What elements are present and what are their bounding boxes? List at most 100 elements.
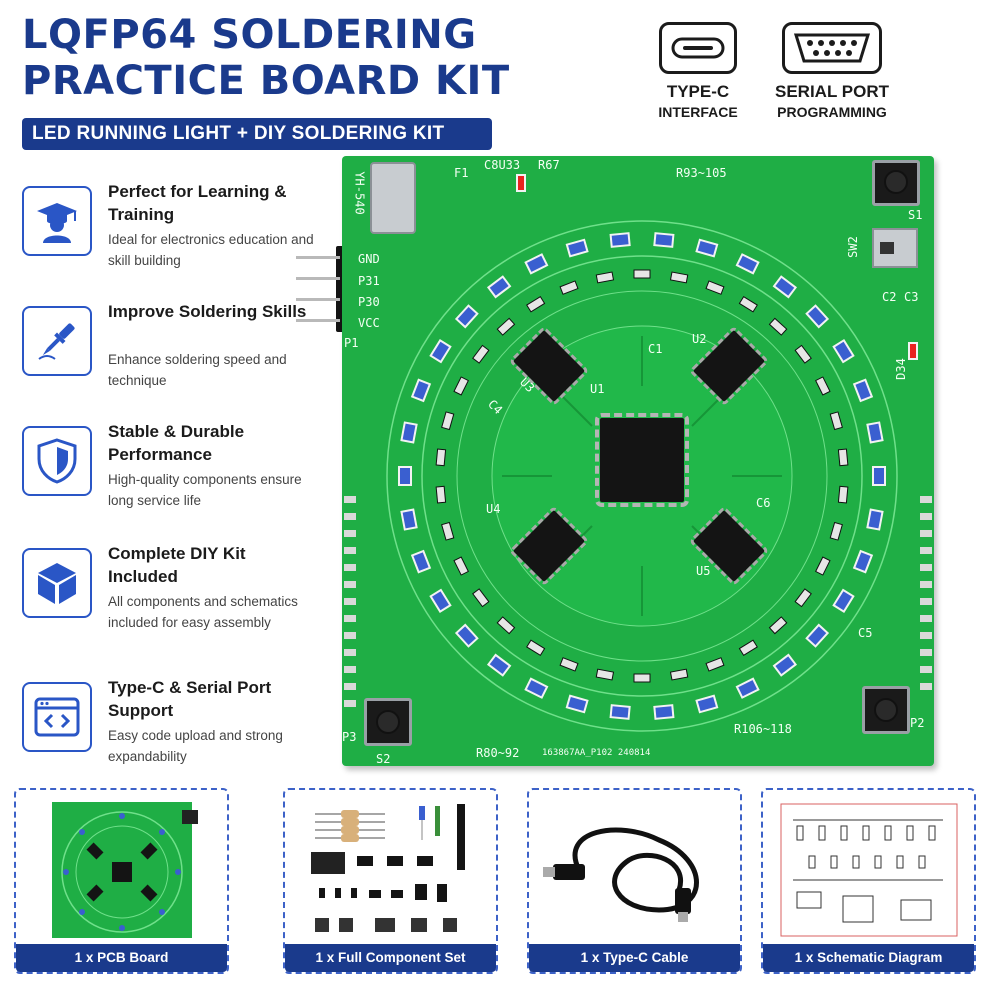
feature-heading: Type-C & Serial Port Support <box>108 678 272 720</box>
resistor <box>705 280 725 295</box>
tactile-button-cap <box>376 710 400 734</box>
blue-led <box>410 549 432 574</box>
pcb-board-icon <box>26 800 217 940</box>
usb-c-connector <box>370 162 416 234</box>
resistor <box>526 295 546 313</box>
resistor <box>472 588 490 608</box>
blue-led <box>872 466 886 486</box>
pcb-label: C2 <box>882 290 897 304</box>
blue-led <box>805 623 830 648</box>
page-title: LQFP64 SOLDERING PRACTICE BOARD KIT <box>22 12 542 104</box>
reset-button-cap <box>884 170 908 194</box>
resistor <box>559 657 579 672</box>
feature-description: All components and schematics included f… <box>108 594 298 630</box>
pcb-label: R67 <box>538 158 560 172</box>
blue-led <box>832 588 855 613</box>
resistor <box>595 668 615 681</box>
pcb-label: U4 <box>486 502 501 516</box>
resistor <box>768 616 788 635</box>
blue-led <box>400 421 418 444</box>
feature-description: Enhance soldering speed and technique <box>108 352 287 388</box>
resistor <box>526 639 546 657</box>
feature-heading: Stable & Durable Performance <box>108 422 245 464</box>
blue-led <box>772 275 798 299</box>
pcb-label: S2 <box>376 752 391 766</box>
resistor <box>633 673 651 683</box>
pcb-label: C3 <box>904 290 919 304</box>
pcb-label: R106~118 <box>734 722 792 736</box>
blue-led <box>524 677 549 699</box>
feature-learning: Perfect for Learning & Training Ideal fo… <box>22 180 322 290</box>
pcb-label: U5 <box>696 564 711 578</box>
code-window-icon <box>22 682 92 752</box>
pcb-label: U2 <box>692 332 707 346</box>
pcb-label: C5 <box>858 626 873 640</box>
resistor <box>441 411 455 431</box>
feature-heading: Improve Soldering Skills <box>108 302 307 321</box>
pcb-label: S1 <box>908 208 923 222</box>
soldering-iron-icon <box>22 306 92 376</box>
resistor <box>837 448 849 467</box>
resistor <box>738 639 758 657</box>
pcb-label: F1 <box>454 166 469 180</box>
pcb-label: D34 <box>893 358 908 380</box>
interface-serial-port: SERIAL PORT PROGRAMMING <box>772 22 892 120</box>
resistor <box>815 376 831 396</box>
blue-led <box>454 304 479 329</box>
pcb-label: GND <box>358 252 380 266</box>
resistor <box>435 448 447 467</box>
usb-cable-icon <box>539 800 730 940</box>
pin-strip-right <box>920 496 932 696</box>
resistor <box>738 295 758 313</box>
db9-serial-port-icon <box>782 22 882 74</box>
interface-type-c: TYPE-C INTERFACE <box>638 22 758 120</box>
feature-description: Easy code upload and strong expandabilit… <box>108 728 283 764</box>
feature-description: High-quality components ensure long serv… <box>108 472 302 508</box>
pcb-label: U1 <box>590 382 605 396</box>
pcb: YH-540 F1 C8U33 R67 R93~105 S1 SW2 GND P… <box>342 156 934 766</box>
blue-led <box>609 232 631 248</box>
blue-led <box>695 694 719 714</box>
component-set-icon <box>295 800 486 940</box>
resistor <box>815 556 831 576</box>
pcb-label: YH-540 <box>352 171 367 215</box>
pcb-label: P30 <box>358 295 380 309</box>
resistor <box>669 271 689 284</box>
pcb-label: P1 <box>344 336 359 350</box>
blue-led <box>429 339 452 364</box>
blue-led <box>609 704 631 720</box>
pcb-label: C1 <box>648 342 663 356</box>
resistor <box>559 280 579 295</box>
blue-led <box>735 253 760 275</box>
resistor <box>496 317 516 336</box>
blue-led <box>735 677 760 699</box>
subtitle-banner: LED RUNNING LIGHT + DIY SOLDERING KIT <box>22 118 492 150</box>
resistor <box>633 269 651 279</box>
pcb-label: SW2 <box>845 236 860 258</box>
blue-led <box>832 339 855 364</box>
blue-led <box>410 378 432 403</box>
blue-led <box>565 694 589 714</box>
pcb-label: R80~92 <box>476 746 520 760</box>
pcb-label: 163867AA_P102 240814 <box>542 748 651 758</box>
resistor <box>829 521 843 541</box>
resistor <box>435 485 447 504</box>
blue-led <box>454 623 479 648</box>
blue-led <box>695 238 719 258</box>
interface-sublabel: INTERFACE <box>658 104 738 120</box>
content-component-set: 1 x Full Component Set <box>283 788 498 974</box>
red-led <box>516 174 526 192</box>
pcb-board-photo: YH-540 F1 C8U33 R67 R93~105 S1 SW2 GND P… <box>296 150 936 770</box>
resistor <box>472 344 490 364</box>
resistor <box>705 657 725 672</box>
interface-sublabel: PROGRAMMING <box>777 104 887 120</box>
feature-typec-serial: Type-C & Serial Port Support Easy code u… <box>22 676 322 786</box>
content-caption: 1 x PCB Board <box>16 944 227 972</box>
red-led <box>908 342 918 360</box>
resistor <box>496 616 516 635</box>
pcb-label: P2 <box>910 716 925 730</box>
usb-c-port-icon <box>659 22 737 74</box>
graduate-student-icon <box>22 186 92 256</box>
blue-led <box>852 378 874 403</box>
resistor <box>595 271 615 284</box>
